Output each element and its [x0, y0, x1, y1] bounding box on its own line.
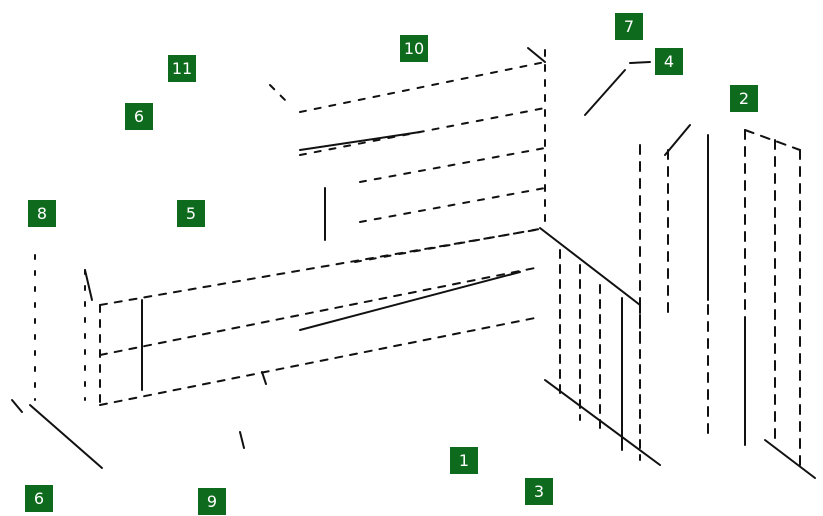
callout-1: 1: [450, 447, 478, 474]
left-foot-tip: [11, 399, 23, 413]
callout-10: 10: [400, 35, 428, 62]
callout-9: 9: [198, 488, 226, 515]
bolt: [239, 431, 245, 449]
end-panel: [639, 129, 801, 471]
left-end-post: [34, 254, 86, 401]
callout-11: 11: [168, 55, 196, 82]
left-post-cap: [84, 269, 93, 301]
bolt-2: [261, 371, 267, 385]
headboard-post: [527, 47, 546, 63]
callout-6-top: 6: [125, 103, 153, 130]
side-rail-solid: [299, 271, 521, 331]
corner-diagonal: [539, 227, 641, 306]
headboard-top-rail: [299, 131, 421, 151]
callout-4: 4: [655, 48, 683, 75]
end-panel-foot: [764, 439, 816, 479]
corner-leg: [559, 249, 641, 461]
headboard-panel: [269, 49, 546, 263]
side-rail: [99, 229, 536, 406]
callout-5: 5: [177, 200, 205, 227]
callout-8: 8: [28, 200, 56, 227]
screw: [584, 69, 626, 116]
callout-7: 7: [615, 13, 643, 40]
screw-tip: [629, 61, 651, 64]
callout-6-bottom: 6: [25, 485, 53, 512]
end-panel-bracket: [664, 124, 691, 156]
callout-2: 2: [730, 85, 758, 112]
corner-foot: [544, 379, 661, 466]
left-foot: [29, 404, 103, 469]
callout-3: 3: [525, 478, 553, 505]
